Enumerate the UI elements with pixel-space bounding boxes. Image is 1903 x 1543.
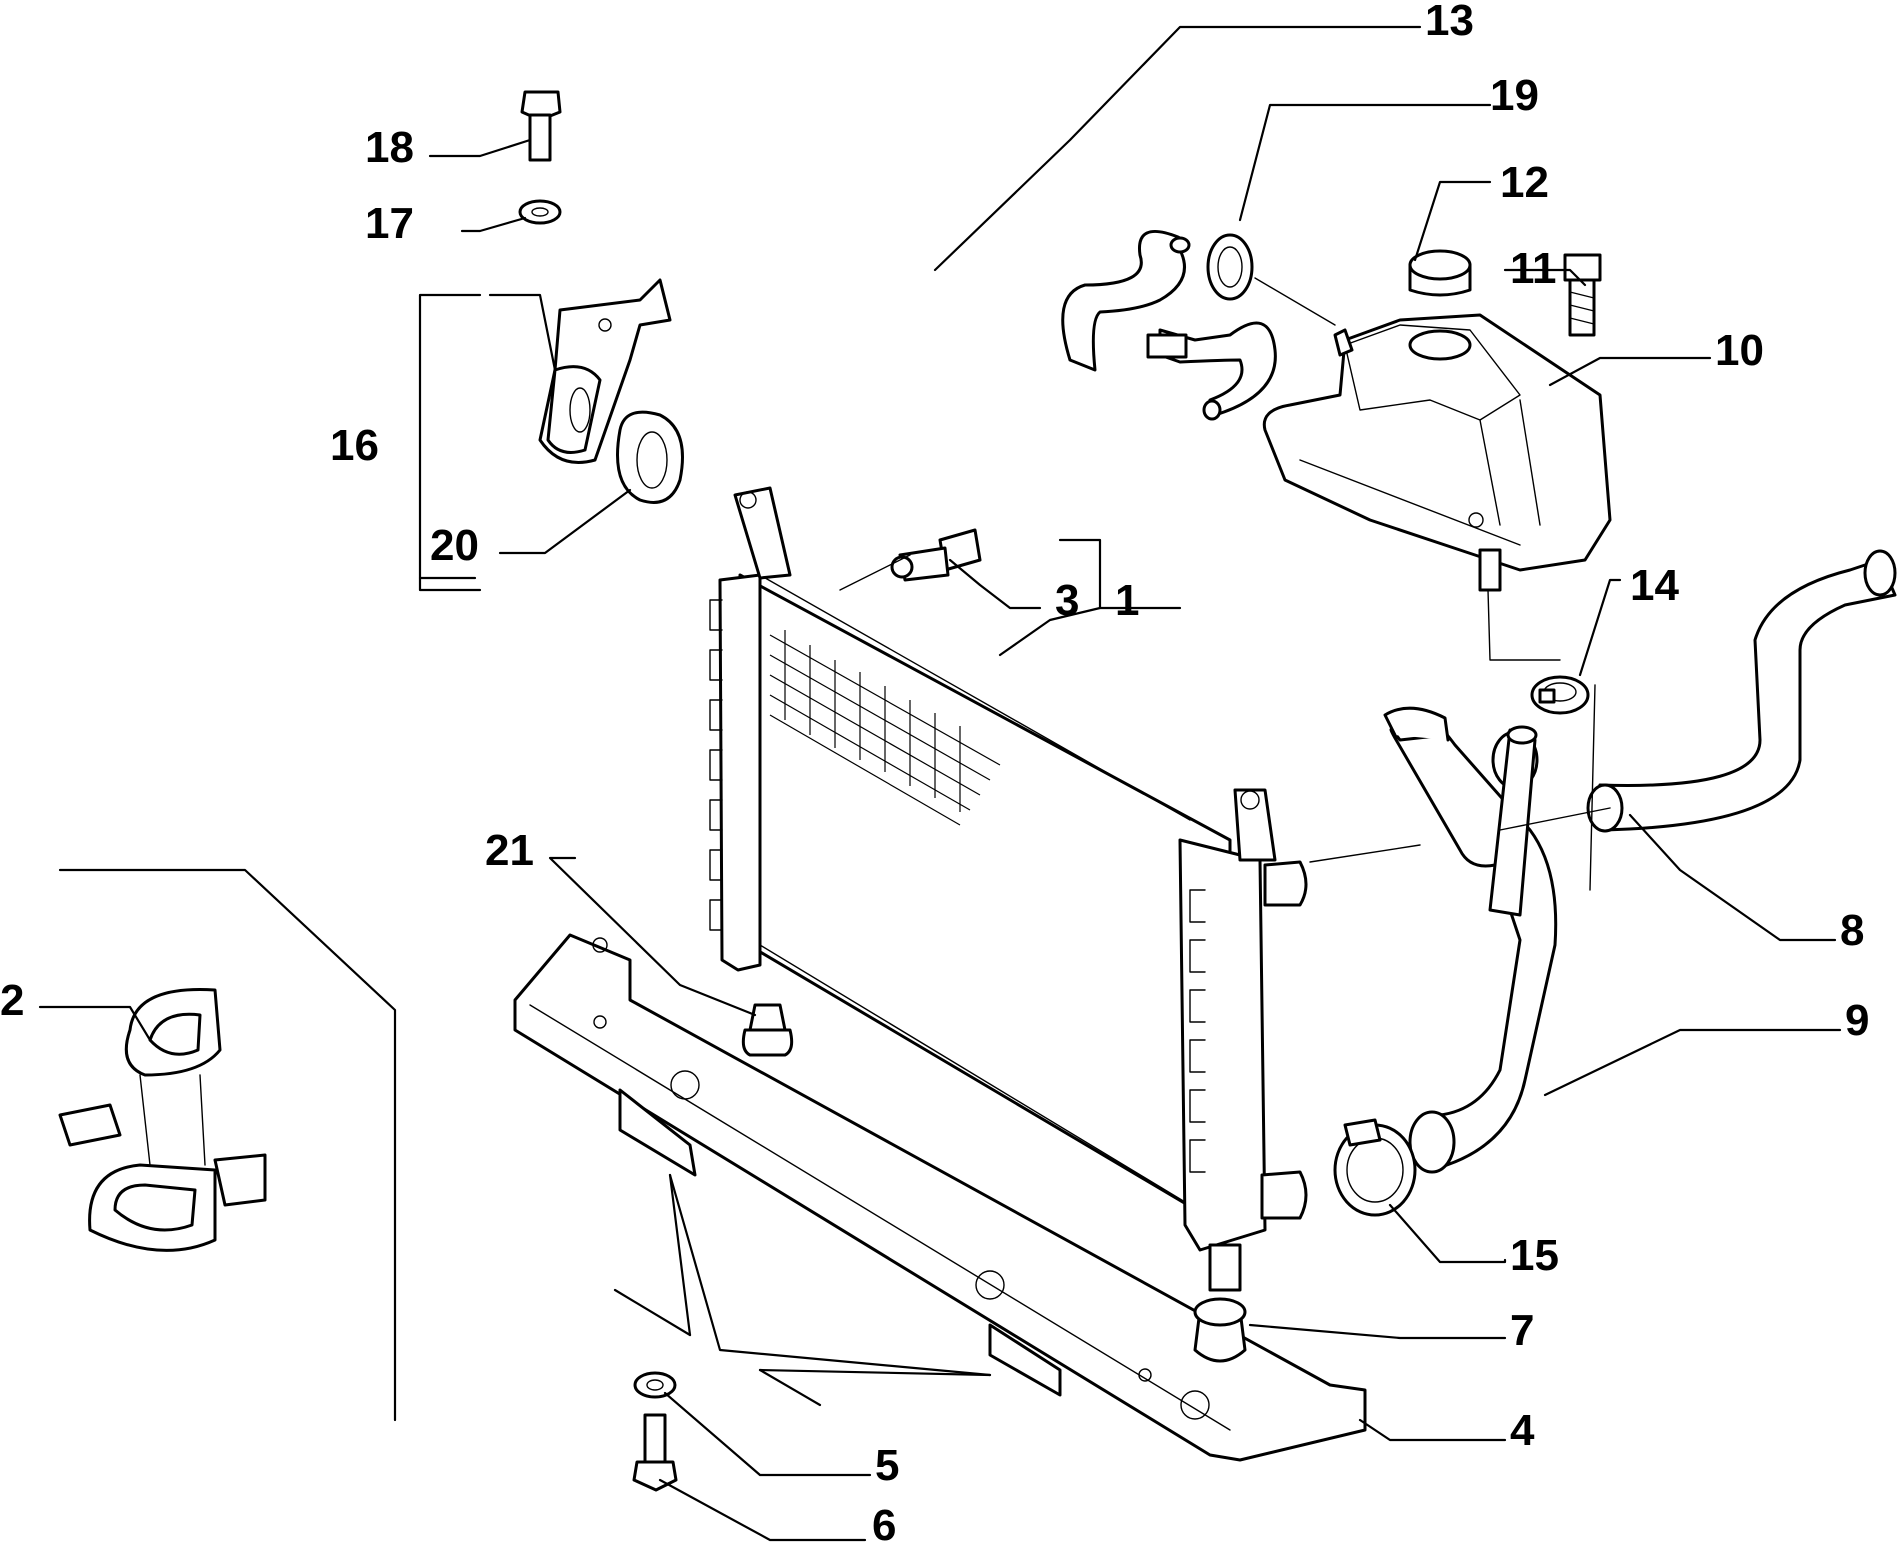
bolt (632, 1413, 678, 1492)
upper-radiator-hose (1586, 549, 1897, 833)
label-14: 14 (1630, 561, 1679, 610)
label-13: 13 (1425, 0, 1474, 45)
lower-crossmember (513, 933, 1367, 1462)
washer (633, 1371, 677, 1399)
guide-lines (839, 277, 1611, 891)
label-16: 16 (330, 421, 379, 470)
hose-clip-bracket (58, 988, 267, 1252)
tank-screw (1563, 253, 1602, 337)
expansion-tank-cap (1408, 249, 1472, 297)
tank-hose-clamp (1206, 233, 1254, 301)
label-1: 1 (1115, 576, 1139, 625)
top-bolt (520, 90, 562, 162)
drain-plug (1193, 1297, 1247, 1363)
radiator (709, 486, 1308, 1292)
top-washer (518, 199, 562, 225)
large-hose-clamp (1333, 1118, 1417, 1217)
small-hose-clamp (1530, 675, 1590, 715)
expansion-tank (1262, 313, 1612, 592)
label-9: 9 (1845, 996, 1869, 1045)
temperature-sensor (890, 528, 982, 582)
label-7: 7 (1510, 1306, 1534, 1355)
label-6: 6 (872, 1501, 896, 1543)
label-11: 11 (1510, 244, 1557, 293)
lower-radiator-hose (1383, 706, 1558, 1174)
label-4: 4 (1510, 1406, 1535, 1455)
leader-lines (38, 25, 1842, 1542)
label-2: 2 (0, 976, 24, 1025)
bleed-hose (1061, 229, 1277, 421)
label-5: 5 (875, 1441, 899, 1490)
radiator-mount-bracket (538, 278, 672, 464)
label-15: 15 (1510, 1231, 1559, 1280)
label-12: 12 (1500, 158, 1549, 207)
rubber-mount (616, 410, 684, 504)
label-18: 18 (365, 123, 414, 172)
label-17: 17 (365, 199, 414, 248)
label-19: 19 (1490, 71, 1539, 120)
label-10: 10 (1715, 326, 1764, 375)
label-21: 21 (485, 826, 534, 875)
label-20: 20 (430, 521, 479, 570)
label-8: 8 (1840, 906, 1864, 955)
radiator-plug (741, 1003, 794, 1057)
label-3: 3 (1055, 576, 1079, 625)
